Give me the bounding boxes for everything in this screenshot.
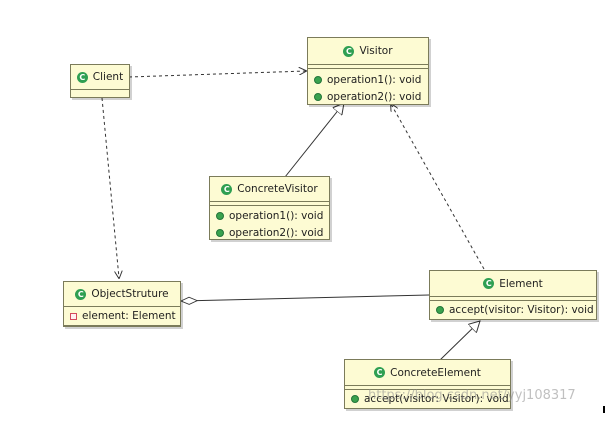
public-method-icon — [314, 75, 322, 84]
concretevisitor-attributes-section — [210, 202, 329, 206]
concretevisitor-method-label: operation2(): void — [229, 226, 324, 239]
visitor-method-row: operation2(): void — [308, 88, 428, 105]
concreteelement-attributes-section — [345, 386, 510, 390]
visitor-class[interactable]: C Visitor operation1(): void operation2(… — [307, 37, 429, 105]
concretevisitor-method-label: operation1(): void — [229, 209, 324, 222]
concreteelement-methods-section: accept(visitor: Visitor): void — [345, 390, 510, 408]
visitor-class-name: Visitor — [359, 45, 393, 57]
client-objectstructure-dependency — [101, 97, 119, 278]
objectstructure-element-aggregation — [181, 294, 430, 301]
visitor-methods-section: operation1(): void operation2(): void — [308, 69, 428, 105]
visitor-method-row: operation1(): void — [308, 71, 428, 88]
class-icon: C — [221, 183, 233, 195]
objectstructure-class-header: C ObjectStruture — [64, 282, 180, 307]
concretevisitor-methods-section: operation1(): void operation2(): void — [210, 206, 329, 241]
element-class-name: Element — [499, 277, 543, 290]
concreteelement-method-row: accept(visitor: Visitor): void — [345, 390, 510, 408]
concreteelement-class-name: ConcreteElement — [390, 366, 481, 379]
concretevisitor-class-name: ConcreteVisitor — [237, 183, 318, 195]
public-method-icon — [351, 395, 359, 403]
element-class-header: C Element — [430, 271, 596, 297]
public-method-icon — [436, 306, 444, 314]
concretevisitor-visitor-generalization — [284, 103, 344, 178]
element-class[interactable]: C Element accept(visitor: Visitor): void — [429, 270, 597, 320]
class-icon: C — [75, 288, 87, 300]
objectstructure-field-label: element: Element — [82, 310, 176, 322]
concretevisitor-method-row: operation1(): void — [210, 207, 329, 224]
objectstructure-class-name: ObjectStruture — [91, 288, 169, 300]
concreteelement-element-generalization — [439, 321, 480, 361]
public-method-icon — [314, 92, 322, 101]
public-method-icon — [216, 211, 224, 220]
visitor-attributes-section — [308, 65, 428, 69]
class-icon: C — [374, 367, 386, 378]
element-methods-section: accept(visitor: Visitor): void — [430, 301, 596, 319]
objectstructure-class[interactable]: C ObjectStruture element: Element — [63, 281, 181, 327]
visitor-class-header: C Visitor — [308, 38, 428, 65]
objectstructure-methods-section — [64, 326, 180, 328]
concreteelement-class[interactable]: C ConcreteElement accept(visitor: Visito… — [344, 359, 511, 409]
visitor-method-label: operation2(): void — [327, 90, 422, 103]
concretevisitor-class[interactable]: C ConcreteVisitor operation1(): void ope… — [209, 176, 330, 240]
concreteelement-class-header: C ConcreteElement — [345, 360, 510, 386]
element-method-row: accept(visitor: Visitor): void — [430, 301, 596, 319]
objectstructure-fields-section: element: Element — [64, 307, 180, 326]
concreteelement-method-label: accept(visitor: Visitor): void — [364, 393, 509, 405]
edge-mark — [603, 406, 605, 413]
client-class-header: C Client — [71, 65, 129, 90]
client-class-name: Client — [92, 71, 124, 83]
private-field-icon — [70, 312, 77, 320]
concretevisitor-method-row: operation2(): void — [210, 224, 329, 241]
concretevisitor-class-header: C ConcreteVisitor — [210, 177, 329, 202]
element-attributes-section — [430, 297, 596, 301]
visitor-method-label: operation1(): void — [327, 73, 422, 86]
class-icon: C — [343, 45, 355, 57]
element-method-label: accept(visitor: Visitor): void — [449, 304, 594, 316]
element-visitor-dependency — [391, 104, 485, 270]
client-class[interactable]: C Client — [70, 64, 130, 98]
client-visitor-dependency — [128, 71, 306, 78]
client-attributes-section — [71, 90, 129, 93]
class-icon: C — [76, 71, 88, 83]
class-icon: C — [483, 278, 495, 289]
watermark: https://blog.csdn.net/yyj108317 — [368, 388, 576, 403]
objectstructure-field-row: element: Element — [64, 307, 180, 325]
public-method-icon — [216, 228, 224, 237]
